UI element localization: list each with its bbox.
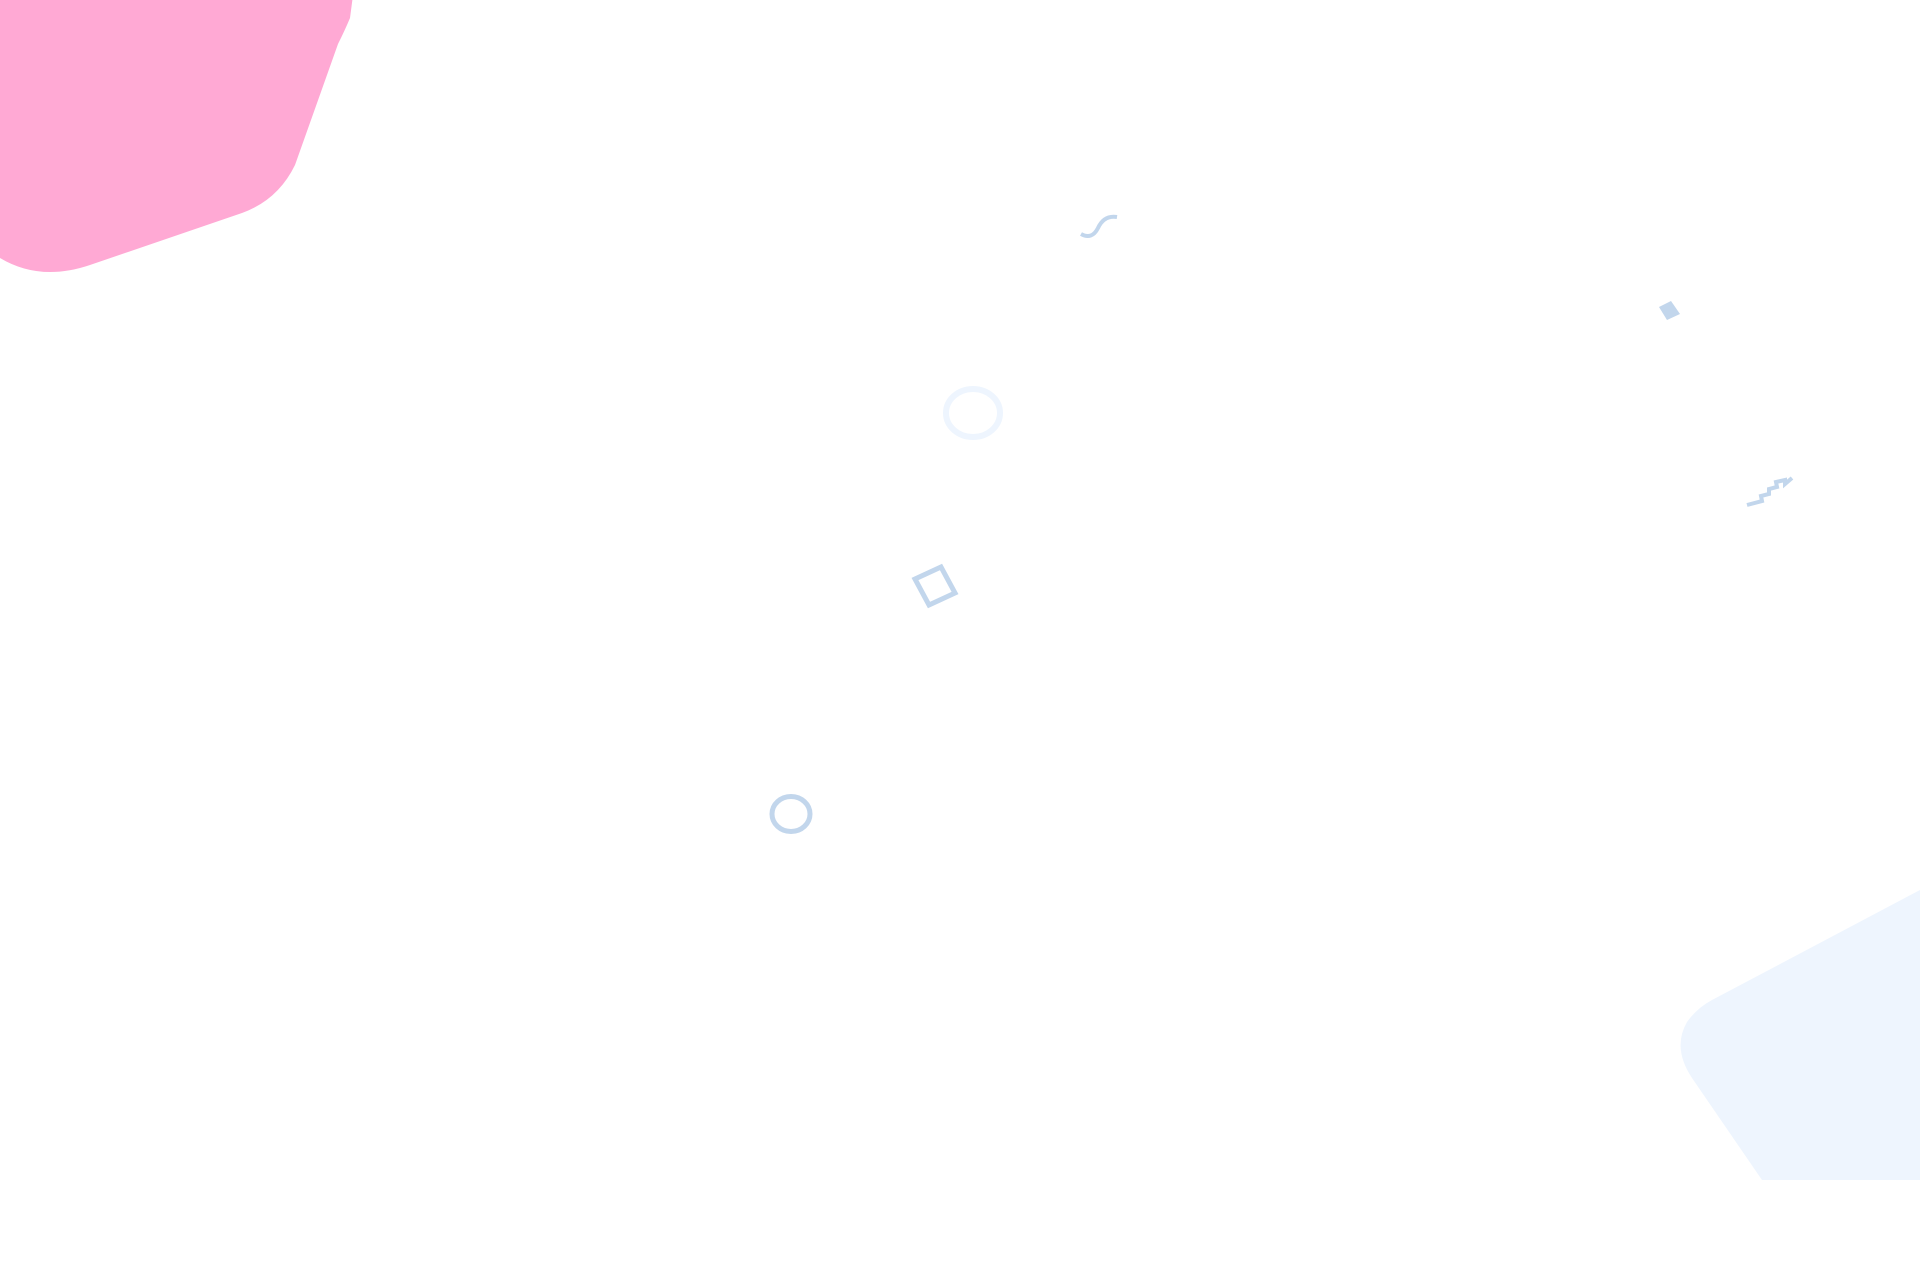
pink-blob-shape <box>0 0 353 273</box>
ring-icon <box>769 794 813 834</box>
blue-blob-shape <box>1680 890 1920 1180</box>
ring-icon <box>943 386 1003 440</box>
small-diamond-icon <box>1659 301 1680 320</box>
squiggle-icon <box>1080 214 1118 238</box>
diamond-outline-icon <box>911 563 959 609</box>
zigzag-icon <box>1746 476 1794 507</box>
